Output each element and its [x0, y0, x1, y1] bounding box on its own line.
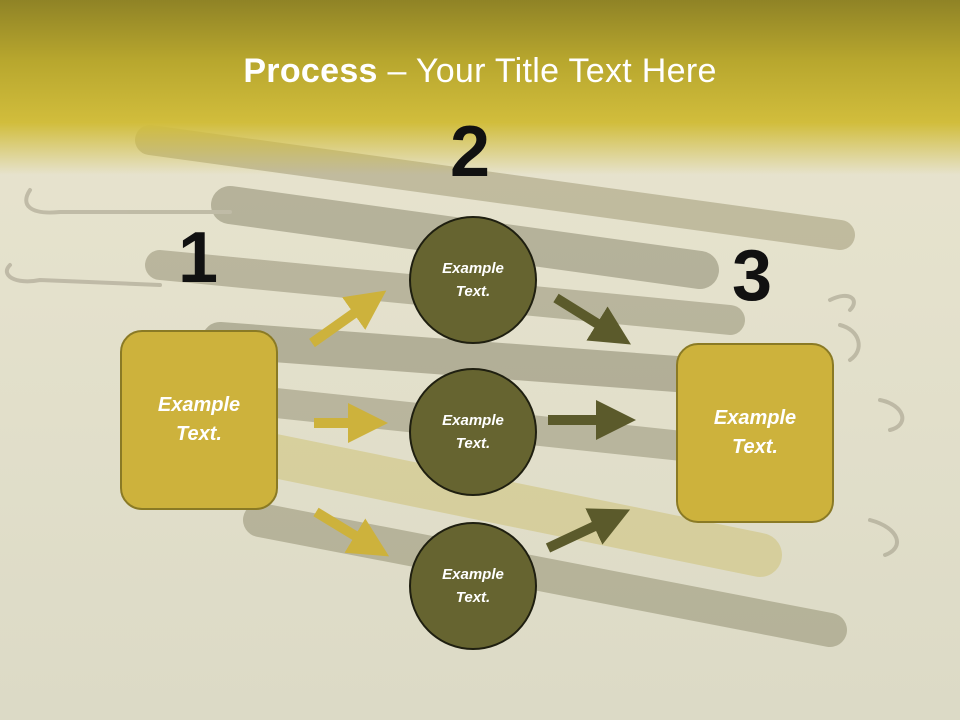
title-rest: – Your Title Text Here: [377, 52, 717, 90]
slide-title: Process – Your Title Text Here: [0, 52, 960, 91]
right-box-label: Example Text.: [713, 407, 797, 458]
step-number-3: 3: [732, 236, 773, 316]
step-number-2: 2: [450, 112, 491, 192]
step-number-1: 1: [178, 218, 219, 298]
circle-bottom: Example Text.: [409, 522, 537, 650]
header-band: [0, 0, 960, 175]
arrow-left-to-top: [309, 290, 387, 348]
left-box: Example Text.: [120, 330, 278, 510]
left-box-label: Example Text.: [157, 394, 241, 445]
right-box: Example Text.: [676, 343, 834, 523]
circle-top-label: Example Text.: [442, 260, 504, 300]
circle-bottom-label: Example Text.: [442, 566, 504, 606]
circle-middle-label: Example Text.: [442, 412, 504, 452]
arrow-top-to-right: [553, 293, 631, 345]
arrow-left-to-bottom: [313, 507, 390, 557]
arrow-bottom-to-right: [545, 508, 631, 553]
title-bold: Process: [243, 52, 378, 90]
circle-top: Example Text.: [409, 216, 537, 344]
circle-middle: Example Text.: [409, 368, 537, 496]
